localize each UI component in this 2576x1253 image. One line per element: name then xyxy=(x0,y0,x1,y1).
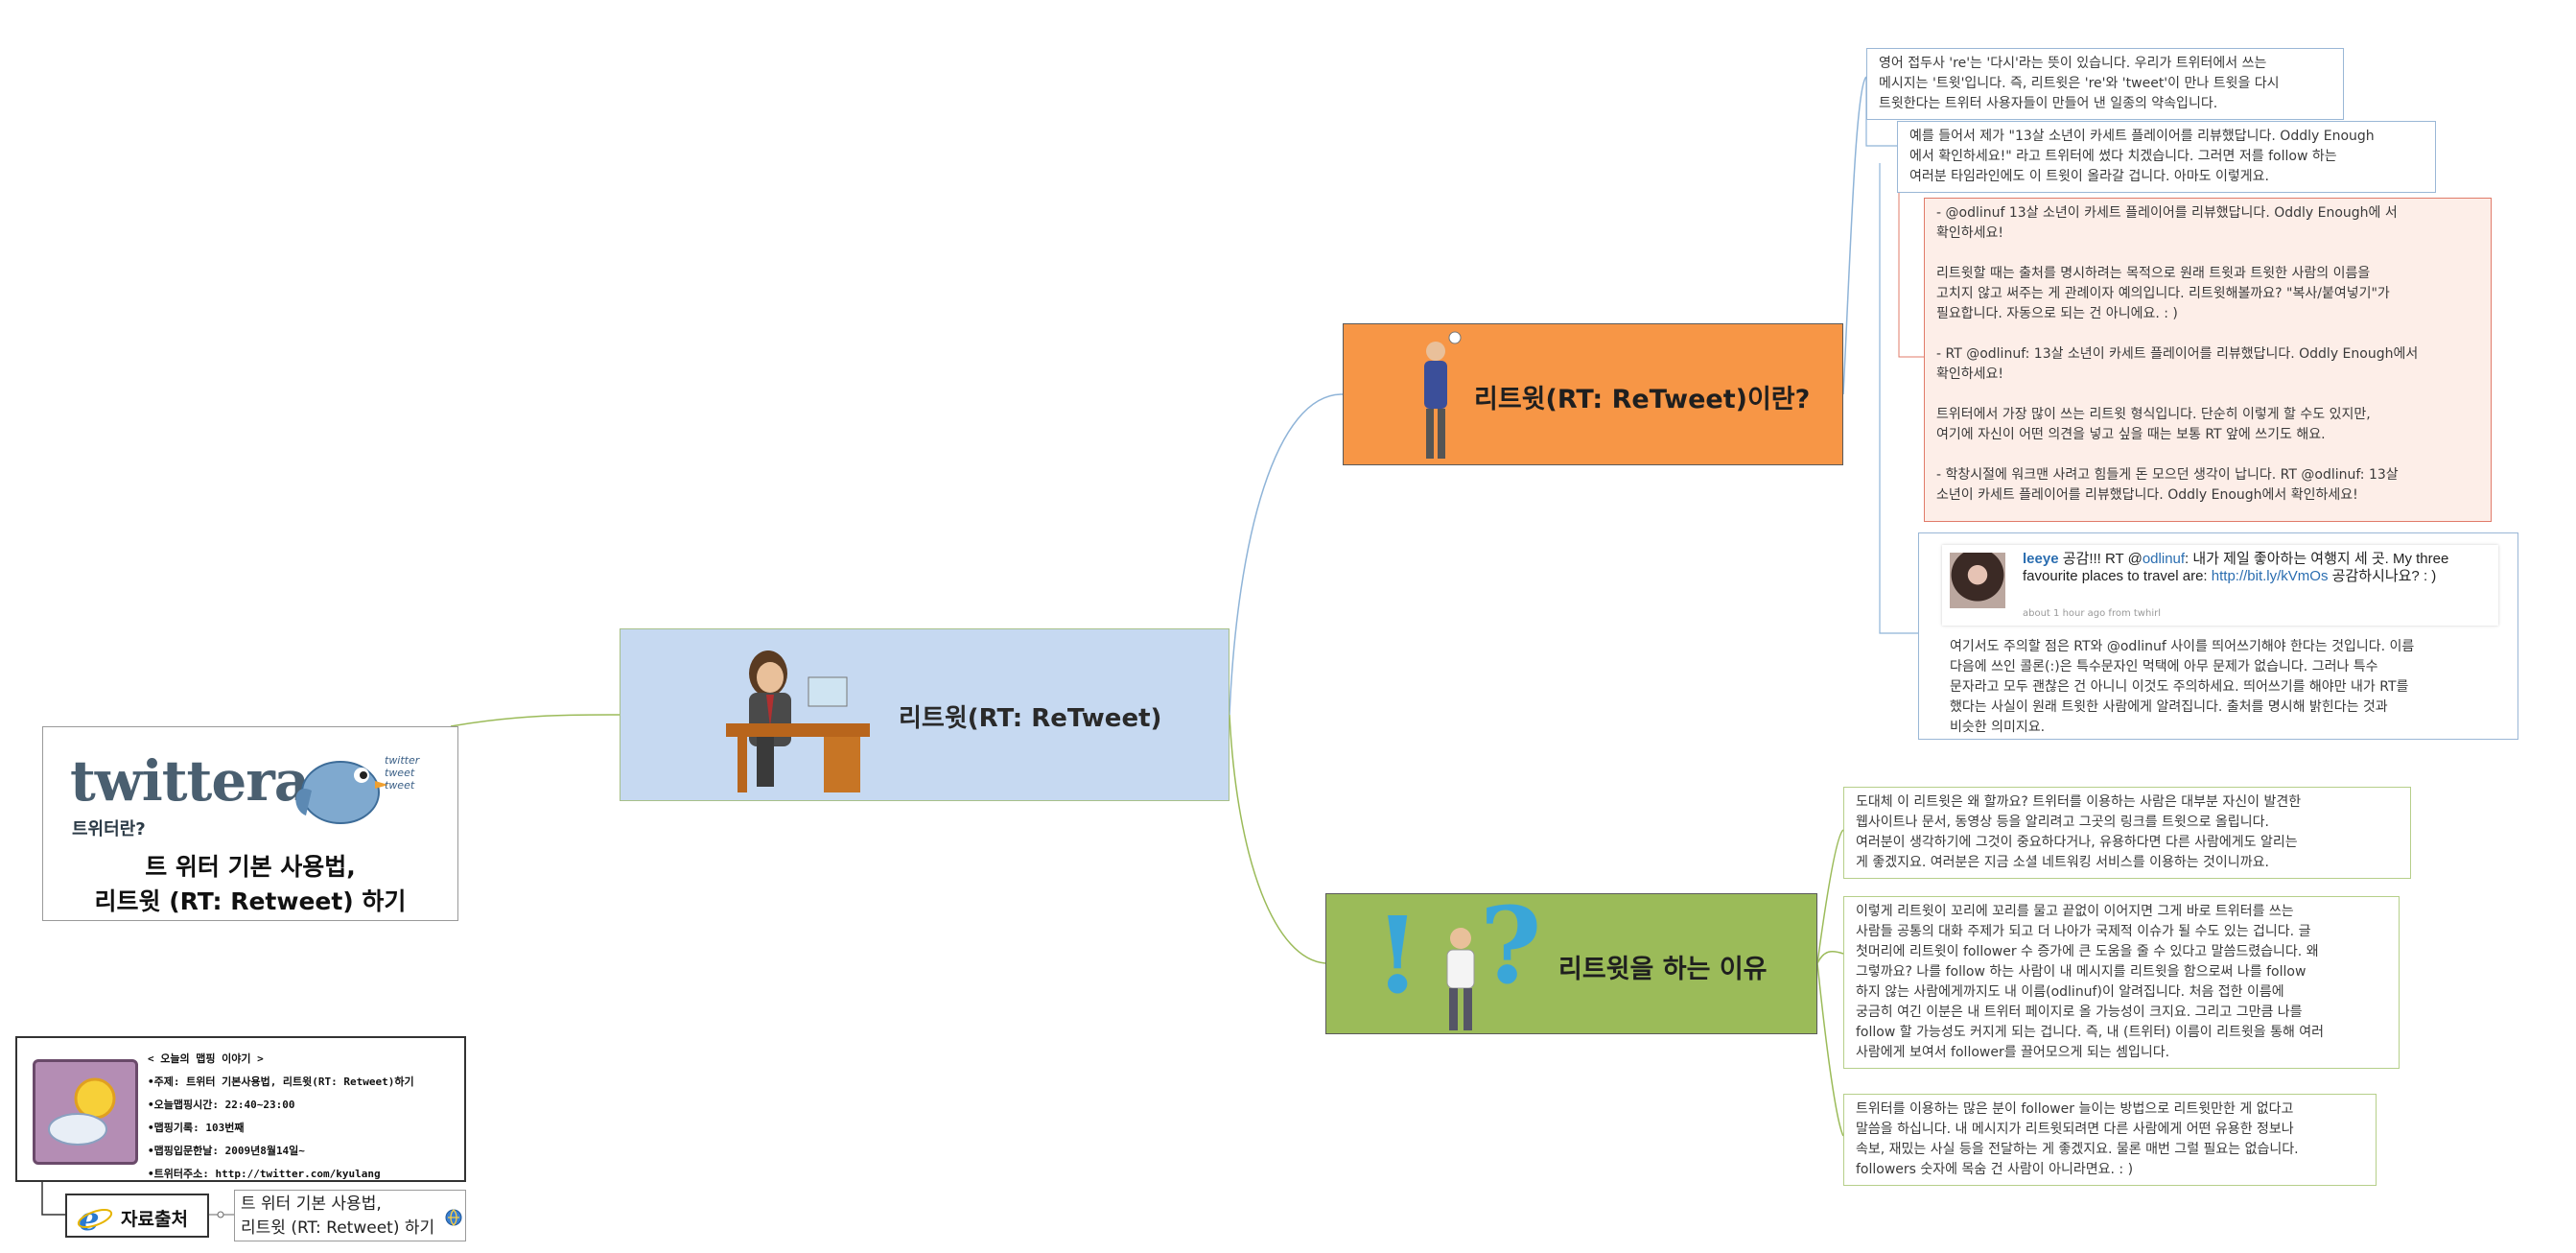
svg-text:!: ! xyxy=(1374,896,1420,1017)
branch-why-retweet[interactable]: ! ? 리트윗을 하는 이유 xyxy=(1325,893,1817,1034)
note-retweet-formats[interactable]: - @odlinuf 13살 소년이 카세트 플레이어를 리뷰했답니다. Odd… xyxy=(1924,198,2492,522)
caption-line-1: 트 위터 기본 사용법, xyxy=(145,853,356,881)
note-text: - @odlinuf 13살 소년이 카세트 플레이어를 리뷰했답니다. Odd… xyxy=(1936,205,2398,241)
note-why-followers[interactable]: 이렇게 리트윗이 꼬리에 꼬리를 물고 끝없이 이어지면 그게 바로 트위터를 … xyxy=(1843,896,2400,1069)
note-text: - 학창시절에 워크맨 사려고 힘들게 돈 모으던 생각이 납니다. RT @o… xyxy=(1936,467,2399,503)
source-link-text: 트 위터 기본 사용법, 리트윗 (RT: Retweet) 하기 xyxy=(241,1194,435,1238)
tweet-screenshot: leeye 공감!!! RT @odlinuf: 내가 제일 좋아하는 여행지 … xyxy=(1942,545,2498,626)
bird-icon xyxy=(295,761,388,824)
branch-why-title: 리트윗을 하는 이유 xyxy=(1558,955,1768,984)
weather-icon xyxy=(33,1059,138,1165)
connector-central-what xyxy=(1229,393,1344,716)
branch-what-title: 리트윗(RT: ReTweet)이란? xyxy=(1474,385,1811,414)
note-tweet-example[interactable]: leeye 공감!!! RT @odlinuf: 내가 제일 좋아하는 여행지 … xyxy=(1918,532,2518,740)
tweet-explanation: 여기서도 주의할 점은 RT와 @odlinuf 사이를 띄어쓰기해야 한다는 … xyxy=(1950,639,2415,735)
mapping-info-box[interactable]: < 오늘의 맵핑 이야기 > •주제: 트위터 기본사용법, 리트윗(RT: R… xyxy=(15,1036,466,1182)
question-man-icon: ! ? xyxy=(1374,896,1541,1030)
note-text: 도대체 이 리트윗은 왜 할까요? 트위터를 이용하는 사람은 대부분 자신이 … xyxy=(1856,794,2302,870)
svg-text:?: ? xyxy=(1480,896,1541,1007)
note-text: 이렇게 리트윗이 꼬리에 꼬리를 물고 끝없이 이어지면 그게 바로 트위터를 … xyxy=(1856,904,2325,1060)
note-text: 트위터에서 가장 많이 쓰는 리트윗 형식입니다. 단순히 이렇게 할 수도 있… xyxy=(1936,407,2371,442)
logo-topic[interactable]: twitteran 트위터란? twitter tweet tweet 트 위터… xyxy=(42,726,458,921)
note-text: 예를 들어서 제가 "13살 소년이 카세트 플레이어를 리뷰했답니다. Odd… xyxy=(1909,129,2375,184)
connector-central-why xyxy=(1229,714,1326,964)
branch-what-is-retweet[interactable]: 리트윗(RT: ReTweet)이란? xyxy=(1343,323,1843,465)
central-topic[interactable]: 리트윗(RT: ReTweet) xyxy=(620,628,1229,801)
info-lines: < 오늘의 맵핑 이야기 > •주제: 트위터 기본사용법, 리트윗(RT: R… xyxy=(148,1052,414,1180)
note-text: 리트윗할 때는 출처를 명시하려는 목적으로 원래 트윗과 트윗한 사람의 이름… xyxy=(1936,266,2390,321)
hyperlink-icon[interactable] xyxy=(444,1208,463,1227)
businessman-desk-icon xyxy=(726,650,870,792)
tweet-link[interactable]: http://bit.ly/kVmOs xyxy=(2211,568,2329,584)
internet-explorer-icon: e xyxy=(77,1201,113,1234)
source-topic[interactable]: e 자료출처 xyxy=(65,1194,209,1238)
note-why-tips[interactable]: 트위터를 이용하는 많은 분이 follower 늘이는 방법으로 리트윗만한 … xyxy=(1843,1094,2377,1186)
logo-subtitle: 트위터란? xyxy=(72,819,146,839)
note-example[interactable]: 예를 들어서 제가 "13살 소년이 카세트 플레이어를 리뷰했답니다. Odd… xyxy=(1897,121,2436,193)
avatar xyxy=(1950,553,2005,608)
source-link[interactable]: 트 위터 기본 사용법, 리트윗 (RT: Retweet) 하기 xyxy=(234,1190,466,1241)
tweet-username[interactable]: leeye xyxy=(2023,551,2059,567)
thinking-man-icon xyxy=(1424,331,1462,459)
note-text: 트위터를 이용하는 많은 분이 follower 늘이는 방법으로 리트윗만한 … xyxy=(1856,1101,2299,1177)
note-text: 영어 접두사 're'는 '다시'라는 뜻이 있습니다. 우리가 트위터에서 쓰… xyxy=(1879,56,2280,111)
central-title: 리트윗(RT: ReTweet) xyxy=(899,704,1162,733)
note-text: - RT @odlinuf: 13살 소년이 카세트 플레이어를 리뷰했답니다.… xyxy=(1936,346,2419,382)
tweet-text: leeye 공감!!! RT @odlinuf: 내가 제일 좋아하는 여행지 … xyxy=(2023,551,2449,584)
source-label: 자료출처 xyxy=(121,1209,188,1230)
note-prefix-re[interactable]: 영어 접두사 're'는 '다시'라는 뜻이 있습니다. 우리가 트위터에서 쓰… xyxy=(1866,48,2344,120)
connector-why-notes xyxy=(1816,829,1844,964)
connector-logo-central xyxy=(450,714,621,727)
caption-line-2: 리트윗 (RT: Retweet) 하기 xyxy=(94,887,407,915)
note-why-share[interactable]: 도대체 이 리트윗은 왜 할까요? 트위터를 이용하는 사람은 대부분 자신이 … xyxy=(1843,787,2411,879)
connector-what-notes xyxy=(1842,76,1867,395)
tweet-meta: about 1 hour ago from twhirl xyxy=(2023,608,2161,619)
tweet-mention[interactable]: odlinuf xyxy=(2142,551,2186,567)
bird-tags: twitter tweet tweet xyxy=(385,754,420,792)
logo-caption: 트 위터 기본 사용법, 리트윗 (RT: Retweet) 하기 xyxy=(43,850,457,919)
